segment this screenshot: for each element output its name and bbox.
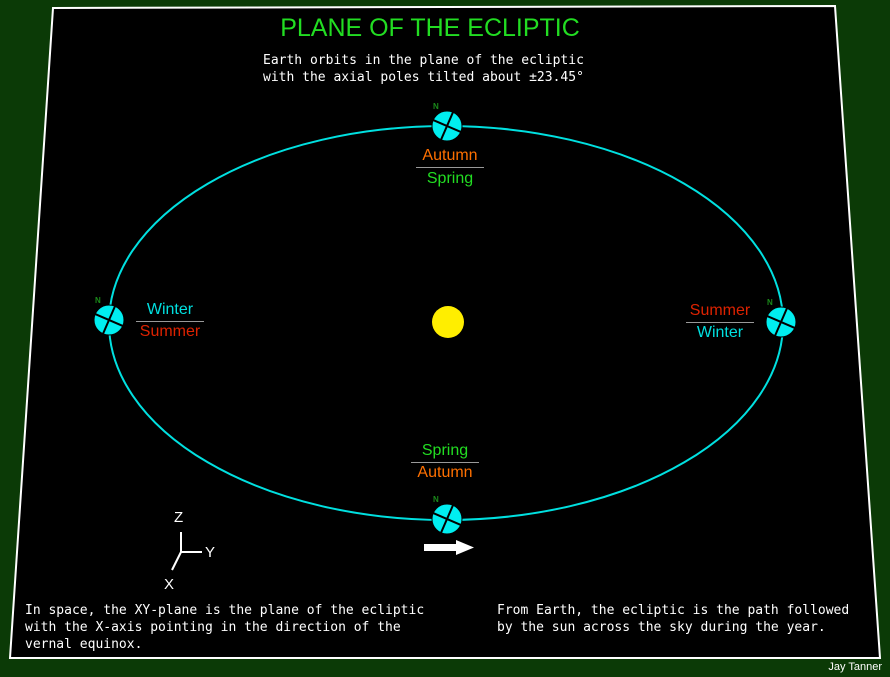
- sun: [432, 306, 464, 338]
- subtitle-line: Earth orbits in the plane of the eclipti…: [263, 53, 584, 68]
- note-line: In space, the XY-plane is the plane of t…: [25, 603, 425, 618]
- axes-icon: [171, 532, 202, 571]
- right-upper-label: Summer: [689, 302, 751, 319]
- earth-bottom: N: [431, 495, 463, 535]
- north-label: N: [433, 495, 439, 504]
- note-line: From Earth, the ecliptic is the path fol…: [497, 603, 850, 618]
- note-line: vernal equinox.: [25, 637, 143, 652]
- note-line: with the X-axis pointing in the directio…: [25, 620, 401, 635]
- left-upper-label: Winter: [146, 301, 194, 318]
- note-right: From Earth, the ecliptic is the path fol…: [497, 602, 849, 636]
- right-lower-label: Winter: [696, 324, 744, 341]
- subtitle-line: with the axial poles tilted about ±23.45…: [263, 70, 584, 85]
- credit: Jay Tanner: [828, 661, 882, 673]
- title: PLANE OF THE ECLIPTIC: [280, 14, 580, 42]
- bottom-upper-label: Spring: [421, 442, 469, 459]
- earth-left: N: [93, 296, 125, 336]
- x-axis-label: X: [164, 576, 175, 593]
- top-upper-label: Autumn: [422, 147, 478, 164]
- earth-right: N: [765, 298, 797, 338]
- z-axis-label: Z: [174, 509, 184, 526]
- y-axis-label: Y: [205, 544, 216, 561]
- bottom-lower-label: Autumn: [417, 464, 473, 481]
- left-lower-label: Summer: [139, 323, 201, 340]
- north-label: N: [95, 296, 101, 305]
- subtitle: Earth orbits in the plane of the eclipti…: [263, 52, 584, 86]
- north-label: N: [433, 102, 439, 111]
- north-label: N: [767, 298, 773, 307]
- note-line: by the sun across the sky during the yea…: [497, 620, 826, 635]
- top-lower-label: Spring: [426, 170, 474, 187]
- direction-arrow-icon: [424, 540, 474, 555]
- earth-top: N: [431, 102, 463, 142]
- note-left: In space, the XY-plane is the plane of t…: [25, 602, 424, 653]
